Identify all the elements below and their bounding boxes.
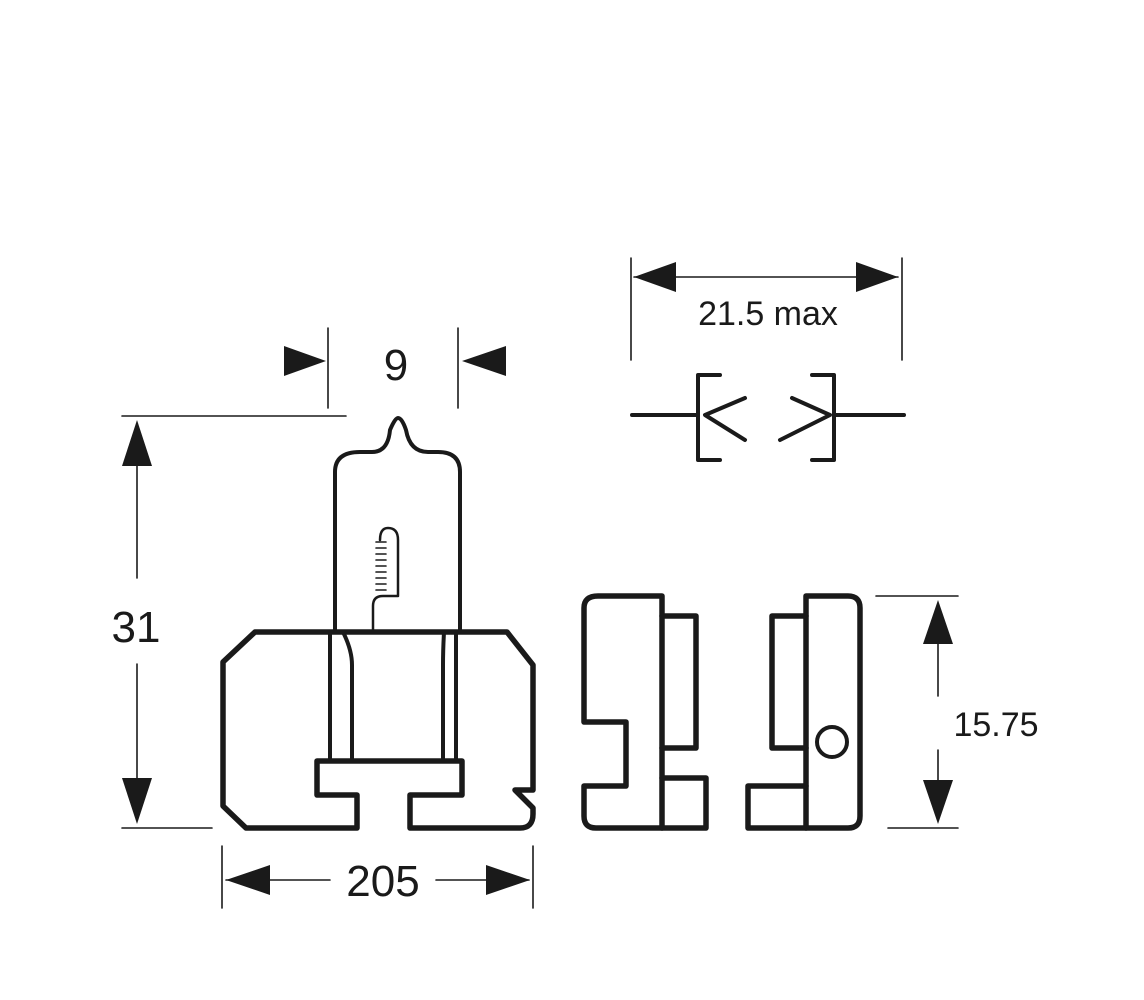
locating-hole [815, 725, 849, 759]
base-inner-lines [328, 630, 462, 763]
arrow-head-right [284, 346, 326, 376]
side-view-right [745, 593, 863, 831]
arrow-head-right [486, 865, 530, 895]
side-view-left [581, 593, 709, 831]
contact-symbol [630, 373, 906, 462]
arrow-head-down [923, 780, 953, 824]
dimension-205: 205 [221, 845, 534, 909]
arrow-head-left [634, 262, 676, 292]
dimension-15-75: 15.75 [875, 595, 1039, 829]
dimension-label-9: 9 [384, 341, 408, 390]
filament [371, 526, 400, 634]
dimension-label-31: 31 [112, 603, 161, 652]
dimension-31: 31 [112, 415, 347, 829]
dimension-label-205: 205 [346, 857, 419, 906]
arrow-head-down [122, 778, 152, 824]
arrow-head-up [923, 600, 953, 644]
dimension-21-5-max: 21.5 max [630, 257, 903, 361]
arrow-head-left [462, 346, 506, 376]
glass-envelope [333, 416, 462, 634]
bulb-base [220, 629, 536, 831]
arrow-head-up [122, 420, 152, 466]
arrow-head-right [856, 262, 898, 292]
dimension-label-15-75: 15.75 [953, 706, 1038, 744]
arrow-head-left [226, 865, 270, 895]
bulb-front-view [220, 416, 536, 831]
dimension-label-21-5-max: 21.5 max [698, 295, 838, 333]
dimension-9: 9 [284, 327, 506, 409]
